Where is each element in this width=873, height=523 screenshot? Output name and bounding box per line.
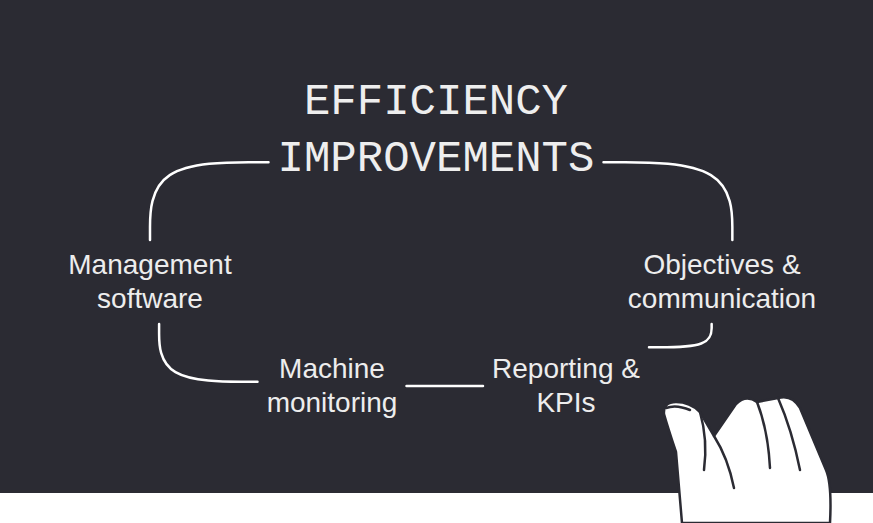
- hand-illustration: [664, 397, 831, 523]
- node-text: EFFICIENCY IMPROVEMENTS: [278, 77, 595, 184]
- fingernail: [666, 406, 690, 410]
- finger-line: [757, 402, 770, 468]
- title-node: EFFICIENCY IMPROVEMENTS: [269, 66, 604, 196]
- step-label: Management software: [59, 240, 241, 324]
- node-text: Objectives & communication: [628, 249, 816, 314]
- cycle-connector: [604, 162, 733, 240]
- finger-line: [778, 398, 800, 470]
- cycle-connector: [649, 324, 712, 347]
- finger-line: [700, 412, 705, 470]
- cycle-connector: [150, 162, 269, 240]
- hand-outline: [664, 397, 831, 523]
- node-text: Management software: [68, 249, 231, 314]
- white-strip: [0, 493, 873, 523]
- cycle-connector: [407, 385, 484, 388]
- step-label: Reporting & KPIs: [483, 344, 649, 428]
- node-text: Machine monitoring: [267, 353, 398, 418]
- finger-line: [714, 436, 734, 488]
- step-label: Machine monitoring: [258, 344, 407, 428]
- node-text: Reporting & KPIs: [492, 353, 640, 418]
- cycle-connector: [159, 324, 257, 382]
- step-label: Objectives & communication: [619, 240, 826, 324]
